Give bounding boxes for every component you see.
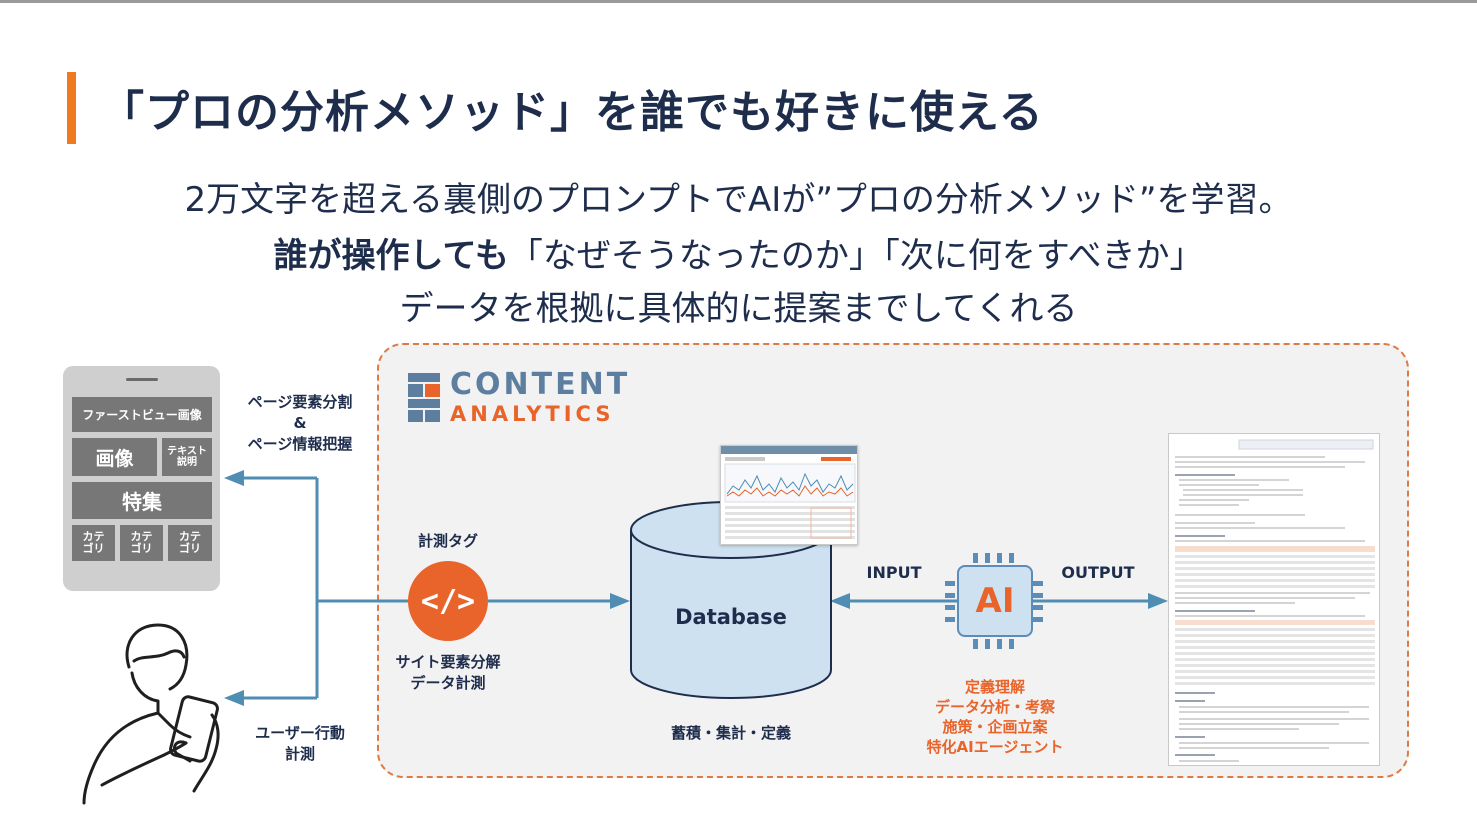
ai-caption-line: データ分析・考察 (934, 698, 1055, 716)
user-action-label: ユーザー行動 計測 (242, 723, 358, 765)
logo-text-content: CONTENT (450, 367, 631, 402)
category-line: カテ (130, 530, 153, 543)
image-block: 画像 (72, 438, 157, 476)
category-line: ゴリ (179, 542, 201, 555)
report-document-image (1175, 439, 1375, 762)
input-label: INPUT (866, 563, 922, 582)
title-accent-bar (67, 72, 76, 144)
firstview-block: ファーストビュー画像 (72, 397, 212, 432)
ai-chip-icon: AI (957, 565, 1033, 637)
phone-speaker (126, 378, 158, 381)
label-line: データ計測 (410, 674, 486, 692)
dashboard-thumbnail (720, 445, 858, 545)
subtitle-emphasis: 誰が操作しても (273, 236, 509, 276)
ai-caption-line: 施策・企画立案 (942, 718, 1048, 736)
subtitle-line-3: データを根拠に具体的に提案までしてくれる (399, 289, 1078, 329)
text-desc-block: テキスト説明 (162, 438, 212, 476)
category-line: ゴリ (130, 542, 153, 555)
top-rule (0, 0, 1477, 3)
output-label: OUTPUT (1061, 563, 1135, 582)
label-line: サイト要素分解 (395, 653, 501, 671)
text-desc-line: 説明 (177, 457, 197, 468)
category-line: カテ (179, 530, 201, 543)
category-block: カテゴリ (120, 525, 163, 561)
label-line: ページ情報把握 (247, 435, 353, 453)
label-line: 計測 (284, 745, 315, 763)
subtitle-line-1: 2万文字を超える裏側のプロンプトでAIが”プロの分析メソッド”を学習。 (184, 180, 1293, 220)
subtitle-line-2-rest: 「なぜそうなったのか」「次に何をすべきか」 (508, 236, 1204, 276)
category-line: ゴリ (82, 542, 105, 555)
code-icon: </> (408, 561, 488, 641)
tag-label: 計測タグ (417, 532, 478, 550)
logo-icon (408, 373, 440, 422)
label-line: & (293, 414, 307, 432)
site-measure-label: サイト要素分解 データ計測 (378, 652, 518, 694)
label-line: ページ要素分割 (247, 393, 353, 411)
page-split-label: ページ要素分割 & ページ情報把握 (240, 392, 360, 455)
logo-text-analytics: ANALYTICS (450, 402, 615, 426)
ai-caption-line: 定義理解 (964, 678, 1025, 696)
ai-caption-line: 特化AIエージェント (926, 738, 1064, 756)
page-title: 「プロの分析メソッド」を誰でも好きに使える (100, 87, 1044, 138)
feature-block: 特集 (72, 482, 212, 519)
phone-wireframe: ファーストビュー画像 画像 テキスト説明 特集 カテゴリ カテゴリ カテゴリ (63, 366, 220, 591)
text-desc-line: テキスト (167, 446, 207, 457)
dashboard-chart-image (721, 446, 857, 539)
database-caption: 蓄積・集計・定義 (670, 724, 791, 742)
subtitle-line-2: 誰が操作しても「なぜそうなったのか」「次に何をすべきか」 (0, 228, 1477, 277)
category-block: カテゴリ (168, 525, 212, 561)
ai-chip-pins (945, 553, 1043, 649)
category-line: カテ (82, 530, 105, 543)
person-phone-icon (82, 623, 220, 805)
category-block: カテゴリ (72, 525, 115, 561)
report-thumbnail (1168, 433, 1380, 766)
ai-caption: 定義理解 データ分析・考察 施策・企画立案 特化AIエージェント (915, 677, 1075, 757)
label-line: ユーザー行動 (255, 724, 345, 742)
database-label: Database (675, 605, 787, 629)
